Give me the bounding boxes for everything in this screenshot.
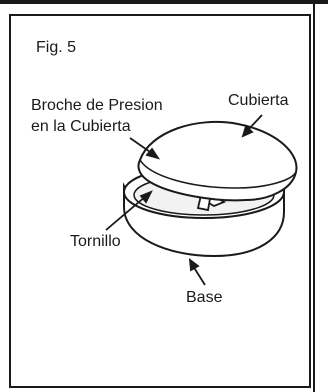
figure-number: Fig. 5 <box>36 39 77 56</box>
top-border-rule <box>0 0 328 4</box>
right-edge-strip <box>313 4 328 392</box>
base-arrowhead <box>188 258 200 272</box>
cover-arrowhead <box>241 124 254 138</box>
figure-panel <box>9 14 311 388</box>
base-label: Base <box>186 289 223 306</box>
screw-arrowhead <box>139 190 153 204</box>
cover-label: Cubierta <box>228 92 289 109</box>
snap-label-line1: Broche de Presion <box>31 97 163 114</box>
cover-lid <box>137 120 298 202</box>
screw-label: Tornillo <box>70 233 121 250</box>
screw-leader <box>105 195 147 231</box>
snap-arrowhead <box>145 147 161 160</box>
base-leader <box>192 265 206 286</box>
snap-label-line2: en la Cubierta <box>31 118 131 135</box>
